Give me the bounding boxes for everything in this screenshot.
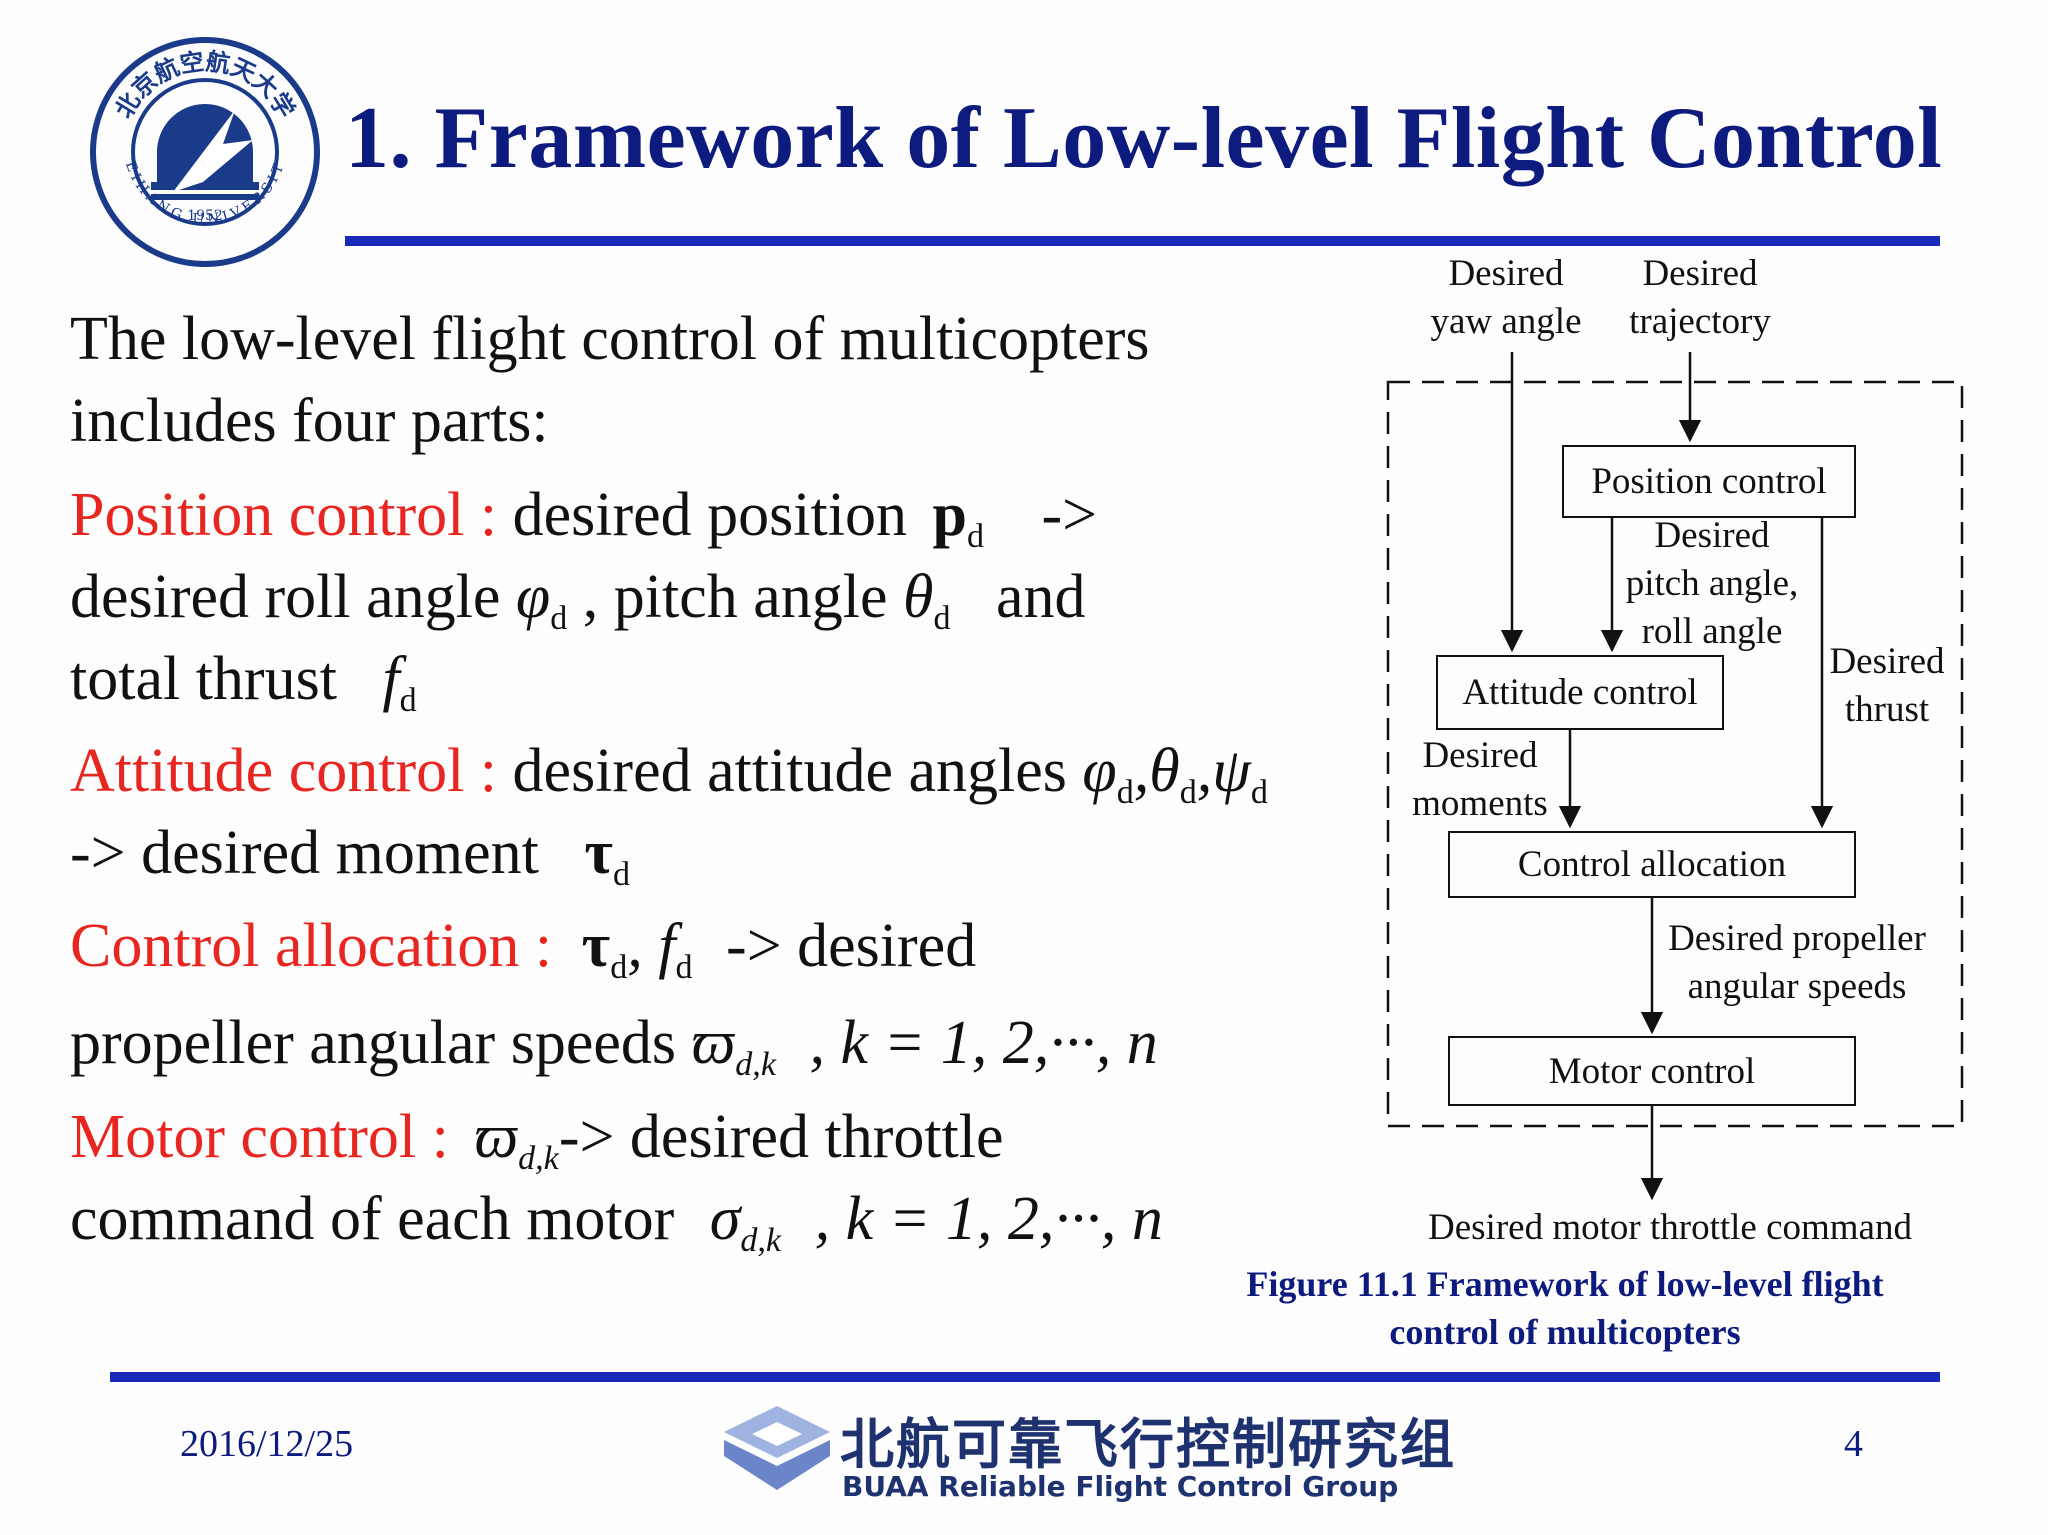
intro-line-1: The low-level flight control of multicop… [70,305,1150,373]
dashed-system-boundary [1386,380,1964,1128]
allocation-line-1: Control allocation : τd, fd -> desired [70,912,977,986]
motor-line-1: Motor control : ϖd,k-> desired throttle [70,1103,1004,1177]
seal-year: 1952 [187,208,223,224]
group-logo-icon [724,1406,830,1490]
allocation-label: Control allocation : [70,912,553,980]
allocation-line-2: propeller angular speeds ϖd,k , k = 1, 2… [70,1009,1158,1083]
page-number: 4 [1844,1423,1863,1465]
position-label: Position control : [70,481,498,549]
attitude-line-2: -> desired moment τd [70,819,630,893]
attitude-line-1: Attitude control : desired attitude angl… [70,737,1268,811]
university-seal-logo: 北京航空航天大学 BEIHANG UNIVERSITY 1952 [85,32,320,267]
position-line-2: desired roll angle φd , pitch angle θd a… [70,563,1086,637]
control-allocation-box: Control allocation [1448,831,1856,898]
position-line-3: total thrust fd [70,645,417,719]
figure-caption: Figure 11.1 Framework of low-level fligh… [1246,1264,1884,1352]
position-control-box: Position control [1562,445,1856,518]
motor-control-box: Motor control [1448,1036,1856,1106]
position-line-1: Position control : desired position pd -… [70,481,1098,555]
slide-title: 1. Framework of Low-level Flight Control [345,90,1943,187]
group-name-cn: 北航可靠飞行控制研究组 [840,1413,1456,1476]
intro-line-2: includes four parts: [70,387,549,455]
footer-rule [110,1372,1940,1382]
attitude-control-box: Attitude control [1436,655,1724,730]
footer-date: 2016/12/25 [180,1423,354,1465]
output-label: Desired motor throttle command [1428,1207,1912,1248]
title-rule [345,236,1940,246]
motor-label: Motor control : [70,1103,449,1171]
attitude-label: Attitude control : [70,737,498,805]
group-name-en: BUAA Reliable Flight Control Group [842,1470,1399,1503]
motor-line-2: command of each motor σd,k , k = 1, 2,··… [70,1185,1163,1259]
